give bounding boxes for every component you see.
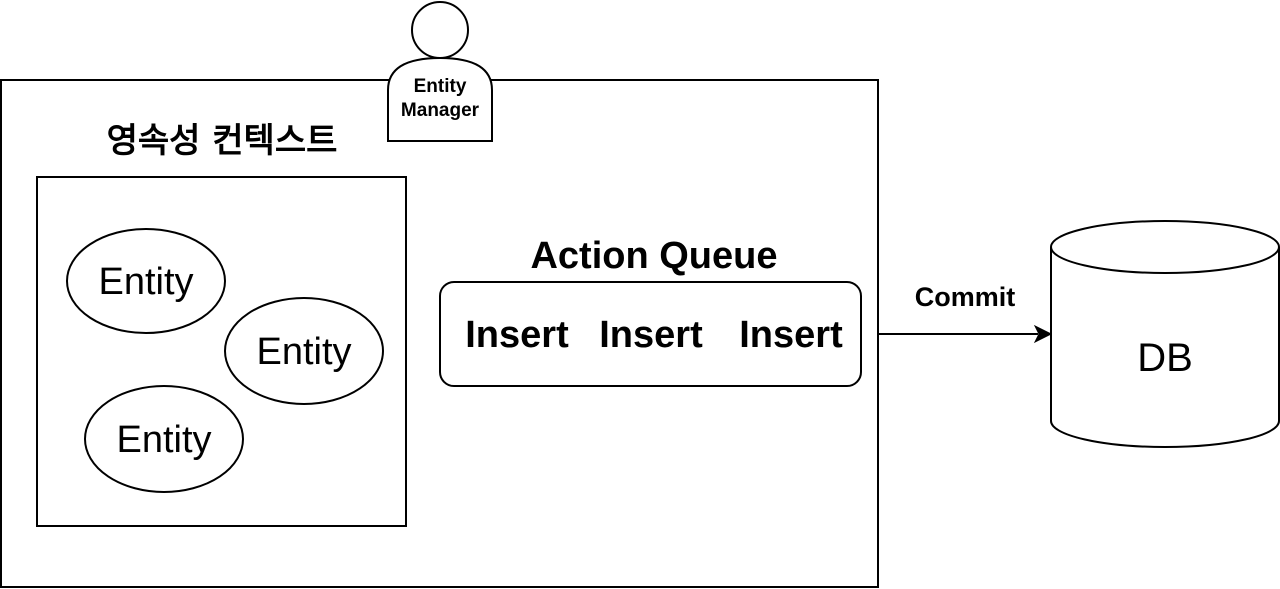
action-queue-item-insert: Insert xyxy=(465,314,569,356)
persistence-context-title: 영속성 컨텍스트 xyxy=(107,121,338,161)
commit-arrow xyxy=(878,324,1053,344)
database-body xyxy=(1050,247,1280,448)
entity-label: Entity xyxy=(256,331,351,373)
entity-item: Entity xyxy=(84,385,244,493)
entity-ellipse xyxy=(84,385,244,493)
database-top xyxy=(1050,220,1280,274)
commit-label: Commit xyxy=(915,282,1016,312)
entity-item: Entity xyxy=(66,228,226,334)
arrowhead-icon xyxy=(1033,324,1053,344)
entity-manager-actor: Entity Manager xyxy=(387,1,493,142)
database-cylinder: DB xyxy=(1050,220,1280,448)
entity-label: Entity xyxy=(98,261,193,303)
entity-manager-label-line2: Manager xyxy=(401,100,480,121)
entity-item: Entity xyxy=(224,297,384,405)
entity-manager-label-line1: Entity xyxy=(414,76,467,97)
entity-ellipse xyxy=(224,297,384,405)
action-queue-box xyxy=(439,281,862,387)
entity-label: Entity xyxy=(116,419,211,461)
entity-ellipse xyxy=(66,228,226,334)
actor-head-icon xyxy=(411,1,469,59)
database-label: DB xyxy=(1137,336,1193,380)
action-queue-item-insert: Insert xyxy=(739,314,843,356)
action-queue-title: Action Queue xyxy=(530,235,777,277)
action-queue-item-insert: Insert xyxy=(599,314,703,356)
